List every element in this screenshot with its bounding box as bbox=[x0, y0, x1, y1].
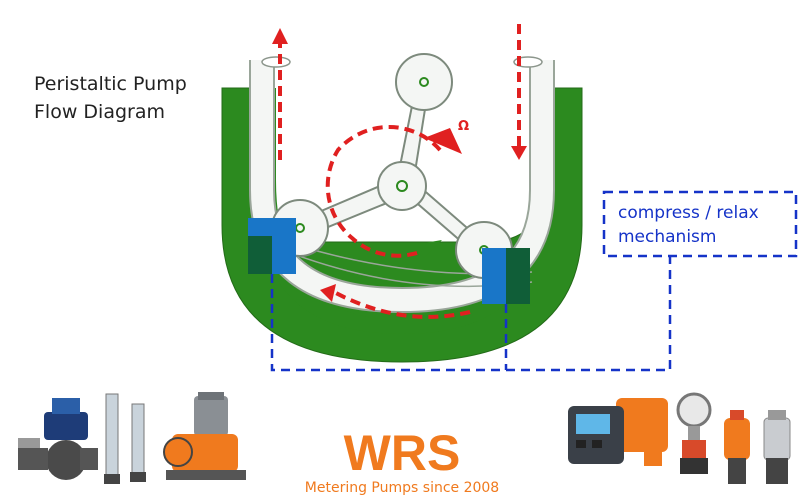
rotor-direction-icon bbox=[418, 240, 442, 258]
ball-valve-icon bbox=[18, 398, 98, 480]
compression-block-right bbox=[482, 248, 530, 304]
compression-block-left bbox=[248, 218, 296, 274]
back-pressure-valve-icon bbox=[763, 410, 791, 484]
rotation-label: Ω bbox=[458, 119, 469, 134]
mechanism-callout-line-1: compress / relax bbox=[618, 203, 759, 223]
rotation-arrow bbox=[325, 125, 442, 258]
digital-dosing-pump-icon bbox=[568, 398, 668, 466]
diagram-title: Peristaltic Pump Flow Diagram bbox=[34, 70, 187, 126]
diagram-title-line-2: Flow Diagram bbox=[34, 101, 165, 123]
bottom-flow-arrow bbox=[333, 290, 471, 319]
brand-tagline: Metering Pumps since 2008 bbox=[305, 480, 499, 496]
svg-text:WRS: WRS bbox=[344, 425, 461, 481]
brand-logo: WRS bbox=[344, 425, 461, 481]
pressure-gauge-icon bbox=[676, 392, 712, 474]
mechanism-callout-line-2: mechanism bbox=[618, 227, 717, 247]
flowmeter-icon bbox=[104, 393, 146, 484]
callout-connectors bbox=[270, 190, 798, 372]
mechanism-callout: compress / relax mechanism bbox=[618, 201, 759, 249]
rotation-arrowhead-icon bbox=[424, 128, 462, 154]
diagram-title-line-1: Peristaltic Pump bbox=[34, 73, 187, 95]
pulsation-dampener-icon bbox=[724, 410, 750, 484]
metering-pump-icon bbox=[163, 392, 246, 480]
